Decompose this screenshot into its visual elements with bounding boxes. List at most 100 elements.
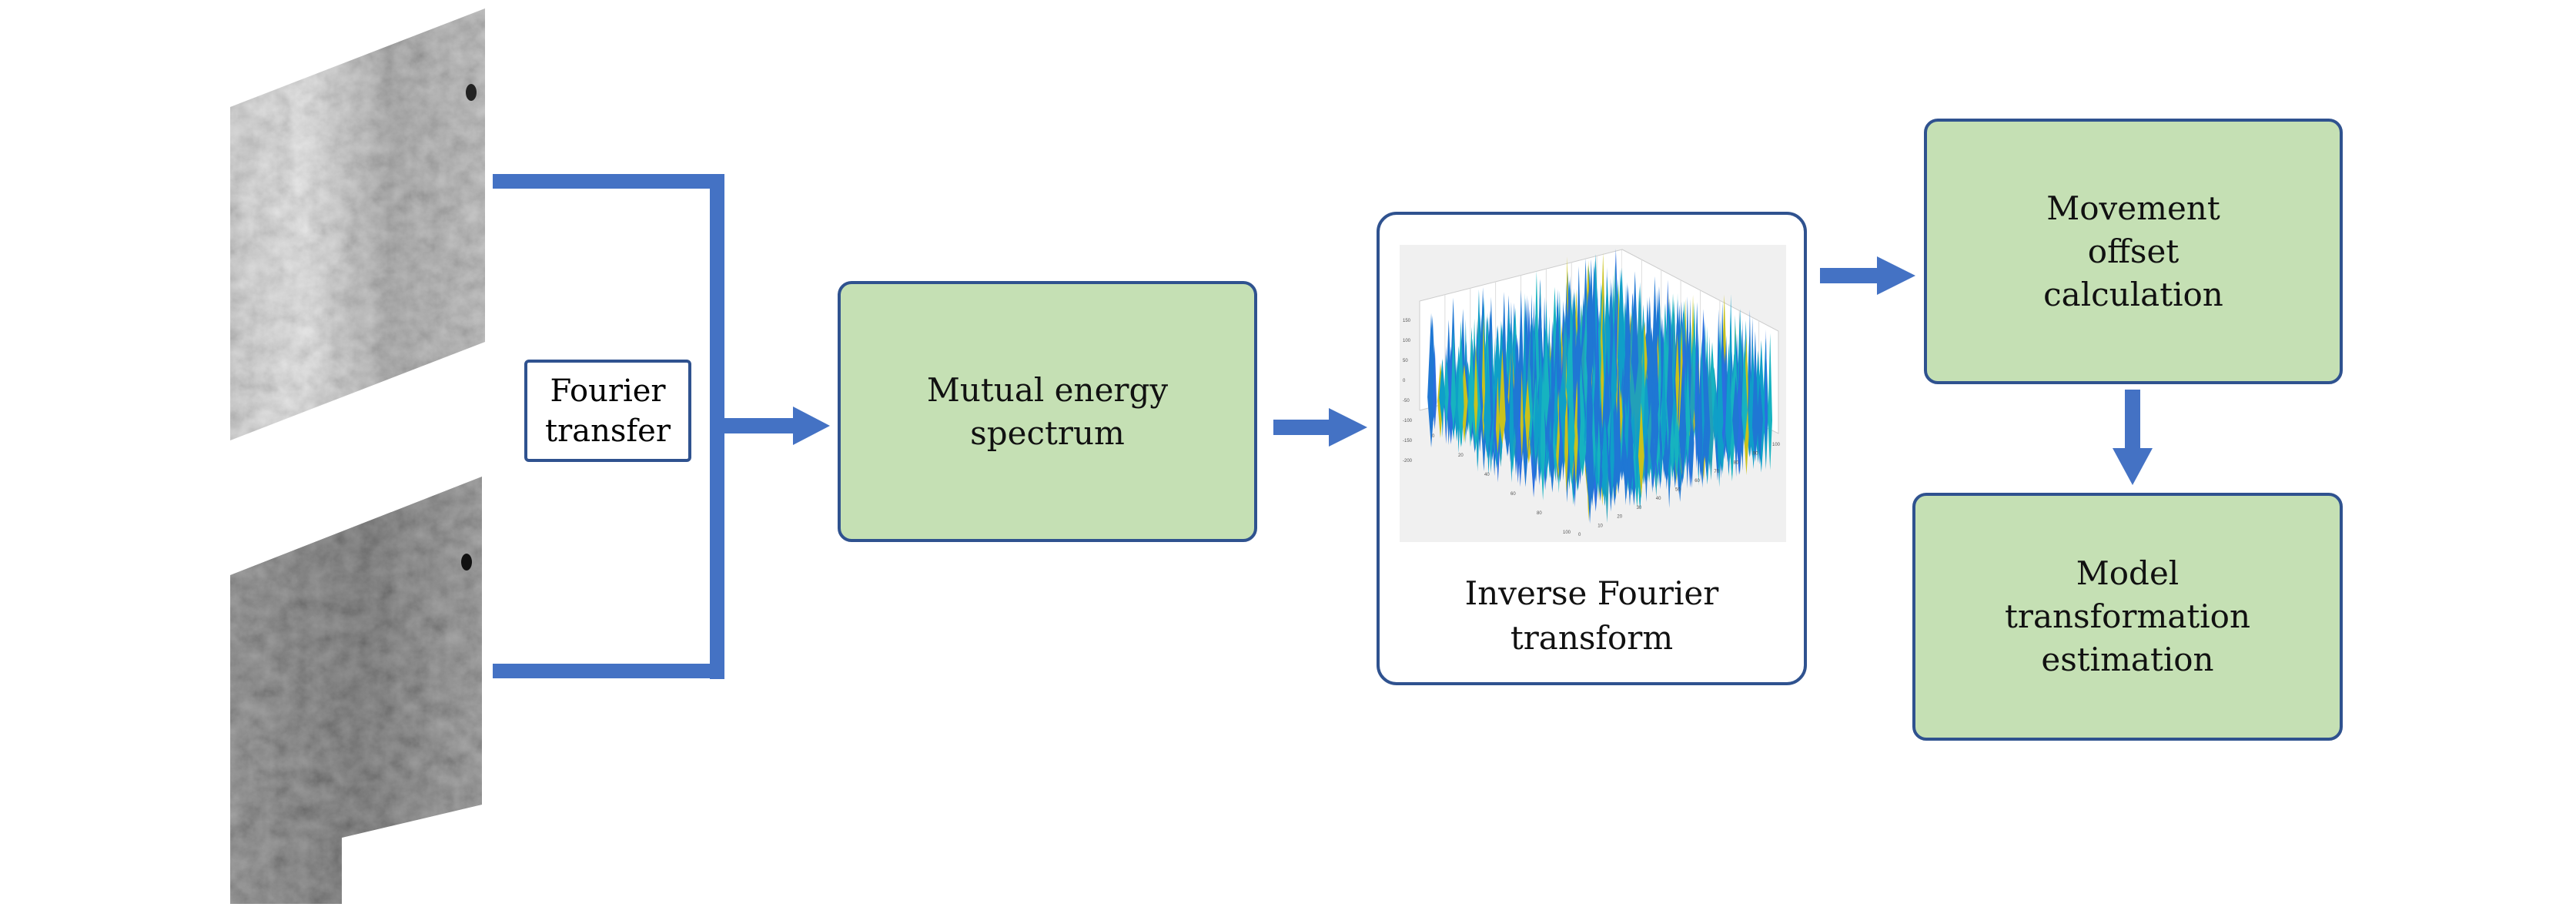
surface-spike [1593, 368, 1598, 450]
surface-spike [1638, 402, 1644, 497]
surface-spike [1597, 420, 1601, 498]
y-tick-label: 80 [1537, 511, 1542, 516]
surface-spike [1699, 356, 1703, 482]
label-line: Movement [2046, 189, 2220, 227]
label-line: calculation [2043, 275, 2223, 313]
surface-spike [1622, 358, 1627, 481]
arrow-to-model [2113, 390, 2153, 485]
z-tick-label: -100 [1403, 419, 1413, 423]
surface-spike [1586, 359, 1590, 497]
surface-spike [1768, 333, 1773, 470]
surface-spike [1690, 346, 1695, 433]
label-line: transformation [2004, 597, 2251, 635]
surface-spike [1666, 319, 1674, 449]
surface-spike [1671, 349, 1678, 439]
surface-spike [1495, 376, 1500, 454]
surface-spike [1584, 291, 1588, 416]
x-tick-label: 100 [1772, 443, 1781, 447]
surface-spike [1650, 407, 1656, 475]
label-line: spectrum [970, 413, 1125, 452]
surface-spike [1524, 380, 1531, 456]
surface-spike [1566, 333, 1572, 410]
surface-spike [1469, 326, 1474, 430]
surface-spike [1554, 361, 1558, 456]
surface-spike [1635, 413, 1639, 494]
surface-spike [1627, 383, 1633, 507]
label-line: Inverse Fourier [1464, 574, 1719, 612]
surface-spike [1764, 329, 1768, 445]
surface-spike [1643, 369, 1649, 448]
surface-spike [1611, 321, 1618, 413]
surface-spike [1439, 359, 1446, 424]
y-tick-label: 20 [1458, 453, 1464, 458]
surface-spike [1457, 320, 1464, 448]
x-tick-label: 90 [1753, 452, 1758, 457]
surface-spike [1624, 282, 1630, 403]
surface-spike [1564, 354, 1568, 493]
surface-spike [1601, 330, 1604, 430]
surface-spike [1610, 363, 1614, 502]
surface-spike [1653, 370, 1659, 467]
surface-spike [1567, 361, 1575, 484]
label-line: Mutual energy [926, 370, 1169, 409]
surface-spike [1732, 376, 1740, 460]
x-tick-label: 20 [1617, 515, 1622, 520]
surface-spike [1474, 343, 1478, 438]
surface-spike [1603, 346, 1611, 435]
x-tick-label: 50 [1675, 488, 1681, 493]
inverse-fourier-caption: Inverse Fourier transform [1377, 571, 1807, 661]
connector-top-line [493, 174, 723, 189]
surface-spike [1540, 362, 1546, 500]
surface-spike [1520, 369, 1524, 460]
surface-spike [1586, 269, 1594, 409]
surface-spike [1512, 356, 1521, 445]
surface-spike [1725, 343, 1732, 466]
input-images [230, 8, 485, 904]
movement-offset-box: Movement offset calculation [1924, 119, 2343, 384]
surface-spike [1675, 333, 1680, 427]
y-tick-label: 60 [1510, 492, 1516, 497]
x-tick-label: 40 [1656, 497, 1661, 501]
arrow-to-spectrum [723, 407, 830, 445]
label-line: offset [2087, 232, 2180, 270]
surface-spike [1499, 348, 1506, 445]
z-tick-label: -200 [1403, 459, 1413, 464]
surface-spike [1517, 388, 1524, 487]
surface-spike [1631, 271, 1639, 396]
z-tick-label: 150 [1403, 319, 1411, 323]
surface-spike [1523, 293, 1527, 434]
x-tick-label: 0 [1578, 533, 1581, 537]
surface-spike [1678, 360, 1687, 484]
surface-spike [1617, 269, 1624, 400]
surface-spike [1558, 370, 1567, 443]
surface-spike [1713, 384, 1719, 447]
surface-spike [1615, 358, 1621, 494]
surface-spike [1556, 378, 1561, 475]
surface-spike [1641, 310, 1645, 427]
z-tick-label: 0 [1403, 379, 1406, 383]
connector-vertical-line [710, 174, 724, 679]
z-tick-label: 100 [1403, 339, 1411, 343]
label-line: transform [1510, 619, 1674, 657]
surface-spike [1433, 344, 1437, 430]
surface-spike [1577, 343, 1581, 457]
arrow-to-movement [1820, 256, 1915, 295]
label-line: estimation [2041, 641, 2214, 678]
y-tick-label: 100 [1563, 530, 1571, 535]
connector-bottom-line [493, 664, 723, 678]
surface-spike [1717, 319, 1724, 450]
surface-spike [1592, 262, 1597, 386]
surface-spike [1601, 409, 1608, 507]
surface-spike [1444, 354, 1449, 430]
surface-spike [1647, 296, 1653, 416]
mutual-energy-spectrum-box: Mutual energy spectrum [838, 281, 1257, 542]
surface-spike [1450, 326, 1457, 428]
z-tick-label: -150 [1403, 439, 1413, 443]
surface-spike [1756, 380, 1764, 465]
surface-spike [1751, 331, 1758, 462]
x-tick-label: 30 [1637, 506, 1642, 510]
surface-spike [1509, 330, 1514, 483]
y-tick-label: 40 [1484, 473, 1490, 477]
